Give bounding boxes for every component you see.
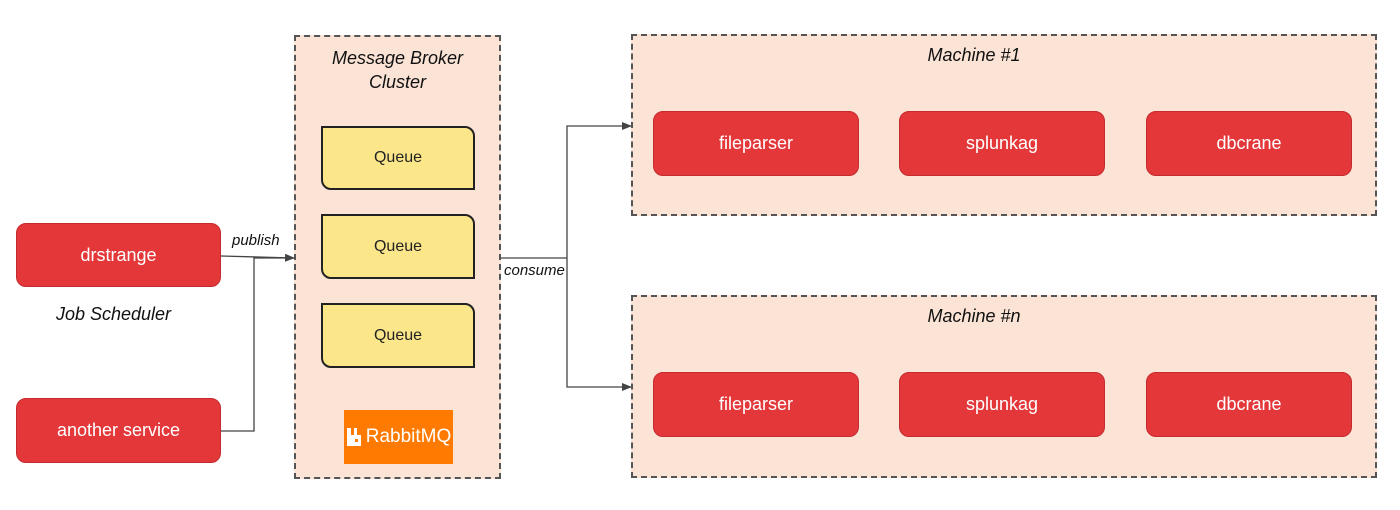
rabbitmq-icon <box>346 428 361 446</box>
machine-1-splunkag-label: splunkag <box>965 133 1039 153</box>
another-service-label: another service <box>56 420 181 440</box>
consume-arrow-machine-n <box>566 258 632 391</box>
broker-title-line1: Message Broker <box>331 48 464 68</box>
machine-n-splunkag: splunkag <box>899 372 1105 437</box>
queue-2-label: Queue <box>373 237 423 255</box>
drstrange-label: drstrange <box>80 244 157 265</box>
machine-n-splunkag-label: splunkag <box>965 394 1039 414</box>
queue-3-label: Queue <box>373 326 423 344</box>
machine-1-title: Machine #1 <box>927 45 1021 65</box>
rabbitmq-logo: RabbitMQ <box>344 410 453 464</box>
machine-1-dbcrane: dbcrane <box>1146 111 1352 176</box>
machine-n-fileparser: fileparser <box>653 372 859 437</box>
machine-n-title: Machine #n <box>927 306 1021 326</box>
machine-1-dbcrane-label: dbcrane <box>1216 133 1282 153</box>
queue-1: Queue <box>321 126 475 190</box>
broker-title-line2: Cluster <box>368 72 426 92</box>
job-scheduler-label: Job Scheduler <box>55 304 172 324</box>
publish-label: publish <box>232 232 280 249</box>
drstrange-box: drstrange <box>16 223 221 287</box>
rabbitmq-logo-text: RabbitMQ <box>365 426 452 447</box>
machine-1-splunkag: splunkag <box>899 111 1105 176</box>
queue-3: Queue <box>321 303 475 368</box>
consume-arrow-machine-1 <box>566 122 632 258</box>
machine-n-fileparser-label: fileparser <box>718 394 794 414</box>
machine-n-dbcrane-label: dbcrane <box>1216 394 1282 414</box>
broker-title: Message Broker Cluster <box>296 46 499 94</box>
machine-1-fileparser: fileparser <box>653 111 859 176</box>
machine-n-dbcrane: dbcrane <box>1146 372 1352 437</box>
another-service-box: another service <box>16 398 221 463</box>
machine-1-fileparser-label: fileparser <box>718 133 794 153</box>
consume-label: consume <box>504 262 565 279</box>
queue-1-label: Queue <box>373 149 423 166</box>
queue-2: Queue <box>321 214 475 279</box>
publish-arrow-another-service <box>221 257 294 432</box>
